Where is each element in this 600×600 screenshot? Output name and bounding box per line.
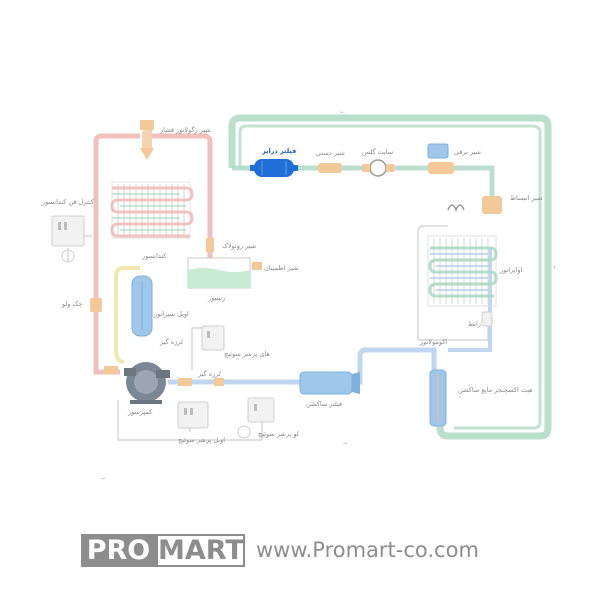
label-compressor: کمپرسور (127, 408, 153, 416)
label-condenser: کندانسور (141, 252, 167, 260)
label-filter-drier: فیلتر درایر (261, 147, 296, 155)
evaporator-coil (427, 235, 498, 307)
pressure-regulator-valve (140, 120, 154, 160)
vibration-eliminator-suction (178, 378, 192, 386)
evaporator-sensor (481, 311, 493, 327)
label-solenoid-valve: شیر برقی (454, 148, 481, 156)
flow-arrow-right: ↑ (552, 265, 557, 272)
label-check-valve: چک ولو (61, 300, 82, 308)
label-suction-filter: فیلتر ساکشن (306, 400, 342, 408)
flow-arrow-bottom: → (342, 440, 347, 447)
suction-fitting (214, 378, 224, 386)
label-oil-separator: اویل سپراتور (153, 310, 189, 318)
compressor (124, 362, 170, 404)
condenser-fan-control-box (51, 215, 85, 263)
label-evaporator: اواپراتور (499, 266, 522, 274)
expansion-valve (447, 196, 502, 214)
high-pressure-switch (201, 325, 225, 351)
oil-pressure-switch (177, 401, 209, 429)
label-pressure-regulator: شیر رگولاتور فشار (159, 126, 211, 134)
sight-glass (362, 159, 394, 177)
label-receiver: رسیور (207, 294, 225, 302)
filter-drier (250, 159, 298, 177)
label-oil-pressure-switch: اویل پرشر سوئیچ (178, 436, 225, 444)
label-vibration-eliminator: لرزه گیر (159, 338, 183, 346)
label-vibration: رابط (468, 320, 481, 328)
label-low-pressure-switch: لو پرشر سوئیچ (258, 430, 299, 438)
oil-return-pipe (114, 266, 140, 364)
label-expansion-valve: شیر انبساط (510, 194, 542, 202)
manual-valve (318, 163, 342, 173)
label-heat-exchanger: هیت اکسچنجر مایع ساکشن (458, 386, 533, 394)
promart-logo: PRO MART (81, 534, 245, 567)
discharge-pipe (93, 133, 213, 350)
oil-separator (131, 275, 153, 337)
label-accumulator: اکومولاتور (419, 338, 447, 346)
logo-mart-text: MART (156, 534, 245, 567)
relief-valve (252, 262, 262, 270)
suction-filter (299, 371, 360, 395)
liquid-line-bottom (168, 347, 437, 385)
flow-arrow-top: ← (340, 109, 345, 116)
receiver-tank (187, 257, 251, 289)
receiver-service-valve (206, 238, 214, 252)
flow-arrow-left: → (100, 475, 105, 482)
label-receiver-service-valve: شیر روتولاک (222, 242, 256, 250)
low-pressure-switch (237, 397, 275, 439)
suction-return-pipe (228, 114, 552, 440)
condenser-coil (110, 181, 194, 239)
label-manual-valve: شیر دستی (316, 149, 345, 157)
suction-line-evaporator (448, 248, 492, 352)
label-suction-vibration: لرزه گیر (197, 370, 221, 378)
label-condenser-fan-control: کنترل فن کندانسور (41, 198, 95, 206)
label-sight-glass: سایت گلس (362, 148, 393, 156)
solenoid-valve (427, 143, 454, 174)
website-url: www.Promart-co.com (256, 538, 479, 562)
suction-return-pipe-inner (238, 124, 542, 430)
logo-pro-text: PRO (81, 534, 156, 567)
label-high-pressure-switch: های پرشر سوئیچ (224, 350, 270, 358)
vibration-eliminator-discharge (104, 366, 118, 374)
heat-exchanger (429, 369, 447, 427)
check-valve (90, 298, 102, 312)
label-relief-valve: شیر اطمینان (264, 264, 298, 272)
